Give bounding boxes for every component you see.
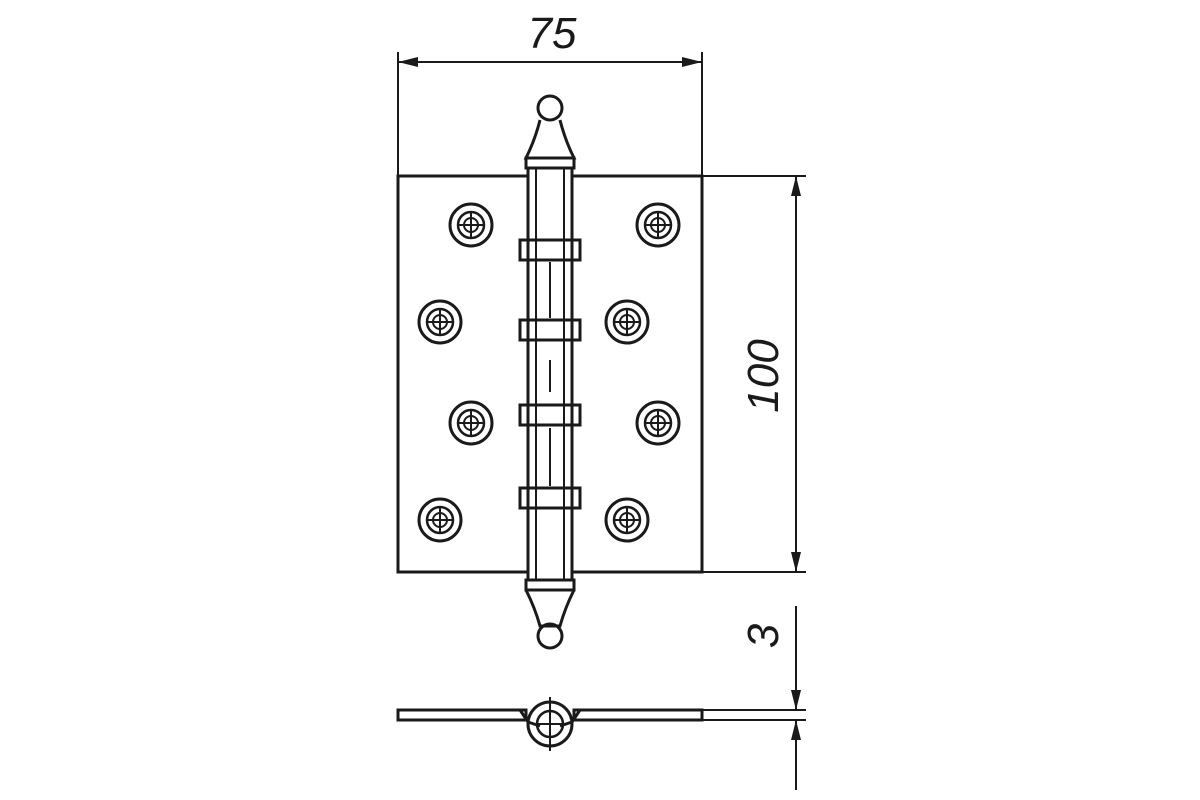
screw-hole	[604, 497, 650, 543]
width-dimension: 75	[397, 9, 703, 176]
screw-hole	[604, 299, 650, 345]
width-dimension-label: 75	[528, 9, 577, 58]
screw-hole	[448, 202, 494, 248]
screw-hole	[417, 497, 463, 543]
top-finial	[523, 94, 577, 170]
side-view-left-leaf	[396, 708, 528, 722]
side-view-right-leaf	[572, 708, 704, 722]
height-dimension: 100	[702, 175, 806, 573]
screw-hole	[448, 400, 494, 446]
hinge-side-view	[396, 697, 704, 751]
height-dimension-label: 100	[739, 339, 788, 413]
screw-hole	[417, 299, 463, 345]
barrel	[518, 166, 582, 582]
screw-hole	[635, 400, 681, 446]
thickness-dimension: 3	[702, 606, 806, 790]
screw-hole	[635, 202, 681, 248]
hinge-front-view	[396, 94, 704, 650]
bottom-finial	[524, 578, 576, 650]
thickness-dimension-label: 3	[739, 623, 788, 648]
